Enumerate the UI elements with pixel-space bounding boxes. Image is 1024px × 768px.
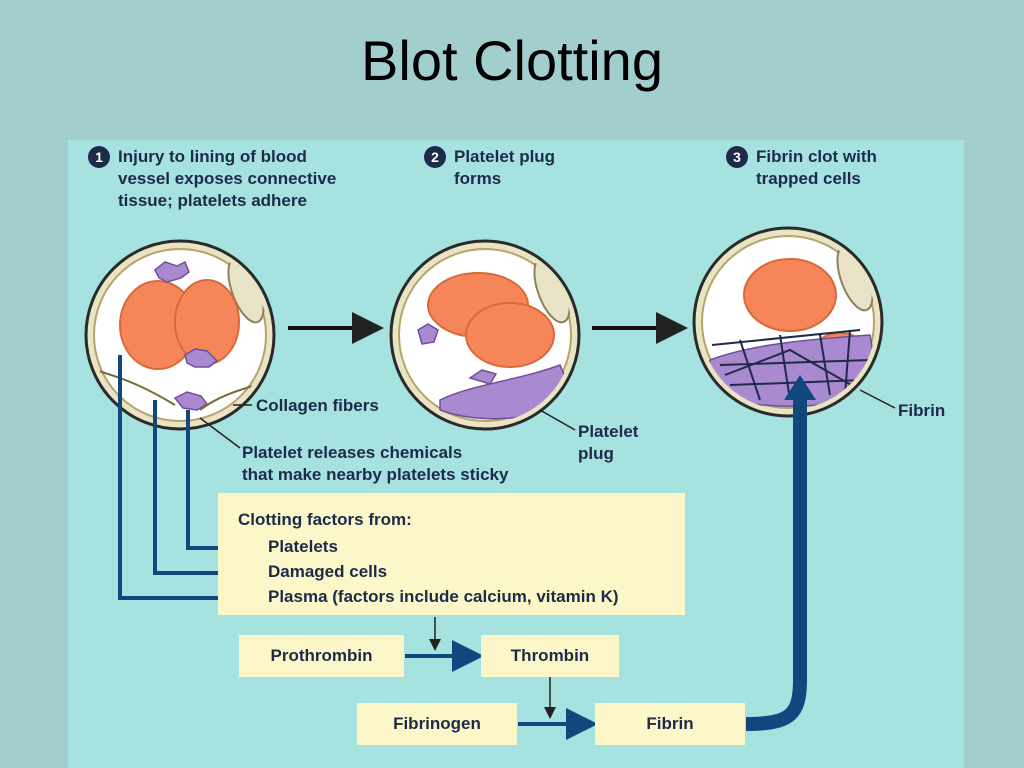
red-blood-cell bbox=[743, 258, 837, 332]
factor-damaged-cells: Damaged cells bbox=[268, 562, 388, 581]
thrombin-box: Thrombin bbox=[481, 635, 619, 677]
platelet-release-label: Platelet releases chemicals that make ne… bbox=[242, 443, 509, 484]
step-2-caption: 2 Platelet plug forms bbox=[424, 146, 556, 190]
platelet-plug-label: Platelet plug bbox=[578, 422, 639, 463]
clotting-factors-heading: Clotting factors from: bbox=[238, 510, 412, 529]
collagen-fibers-label: Collagen fibers bbox=[256, 396, 379, 415]
step-3-number: 3 bbox=[726, 146, 748, 168]
step-2-number: 2 bbox=[424, 146, 446, 168]
step-1-number: 1 bbox=[88, 146, 110, 168]
vessel-fibrin-clot-illustration bbox=[692, 226, 884, 418]
slide-title: Blot Clotting bbox=[361, 29, 663, 92]
factor-platelets: Platelets bbox=[268, 537, 338, 556]
factor-plasma: Plasma (factors include calcium, vitamin… bbox=[268, 587, 619, 606]
step-3-caption: 3 Fibrin clot with trapped cells bbox=[726, 146, 877, 190]
vessel-injury-illustration bbox=[84, 239, 276, 431]
fibrin-label: Fibrin bbox=[898, 401, 946, 420]
step-2-text: Platelet plug forms bbox=[454, 147, 556, 188]
step-1-text: Injury to lining of blood vessel exposes… bbox=[118, 147, 337, 210]
step-3-text: Fibrin clot with trapped cells bbox=[756, 147, 877, 188]
step-1-caption: 1 Injury to lining of blood vessel expos… bbox=[88, 146, 337, 212]
prothrombin-box: Prothrombin bbox=[239, 635, 404, 677]
fibrin-box: Fibrin bbox=[595, 703, 745, 745]
fibrinogen-box: Fibrinogen bbox=[357, 703, 517, 745]
red-blood-cell bbox=[465, 302, 555, 368]
vessel-plug-illustration bbox=[389, 239, 581, 431]
clotting-factors-box bbox=[218, 493, 685, 615]
